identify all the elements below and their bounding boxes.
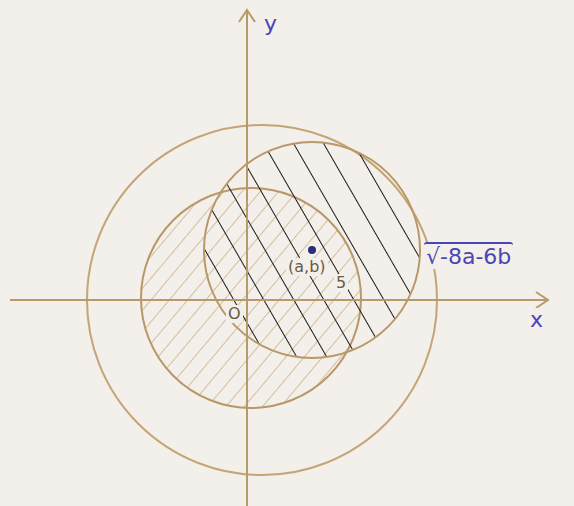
axis-label: y [262,12,279,36]
radius-label: √-8a-6b [424,242,513,269]
radius-label: 5 [334,274,348,292]
center-point [308,246,316,254]
y-axis [246,10,248,506]
axis-label: x [528,308,545,332]
x-axis [10,299,548,301]
point-label: (a,b) [286,258,328,276]
center-ab-circle [204,142,420,358]
origin-label: O [226,305,243,323]
